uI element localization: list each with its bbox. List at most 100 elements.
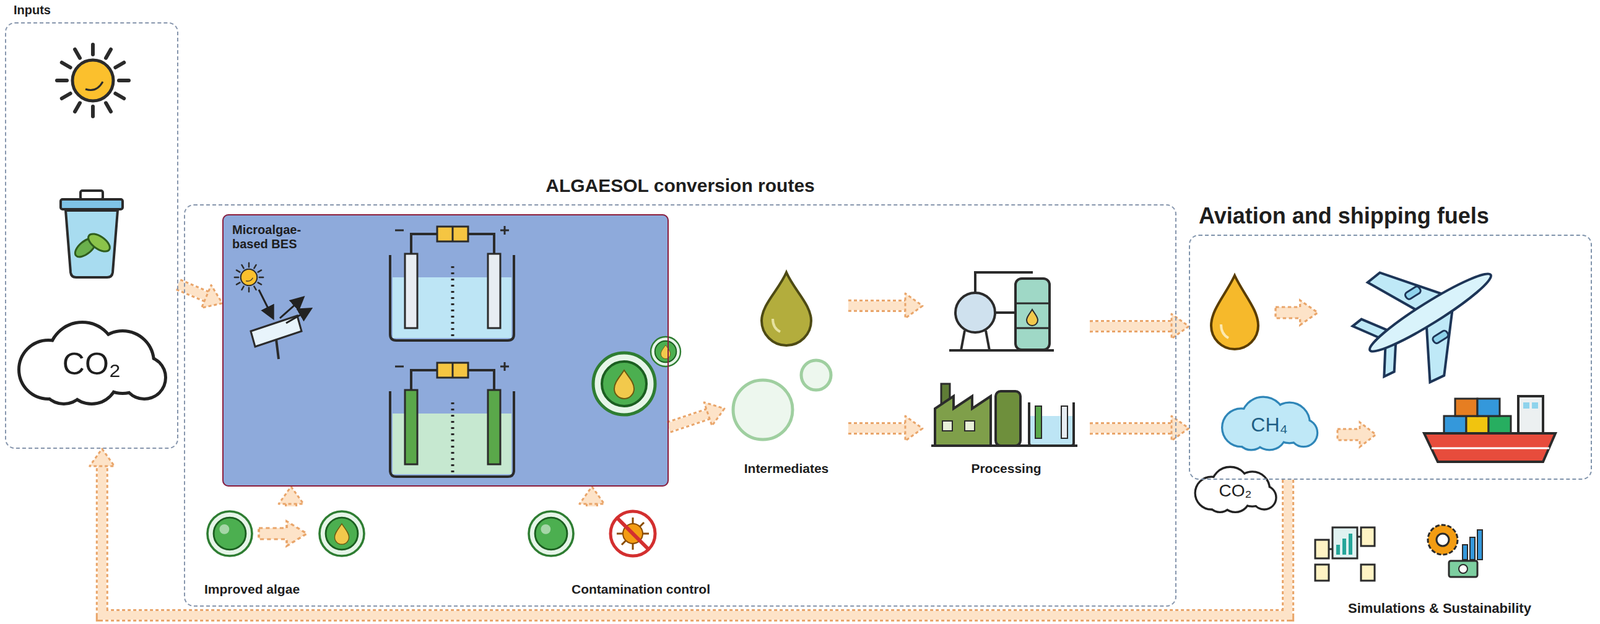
arrow-head	[1171, 313, 1189, 339]
airplane-icon	[1364, 266, 1496, 360]
chemical-formula: CO₂	[1219, 482, 1253, 500]
co2-cloud-icon	[1196, 468, 1276, 512]
methane-cloud-icon	[1222, 398, 1317, 450]
ship-icon	[1424, 433, 1556, 462]
refinery-icon	[1015, 327, 1050, 330]
icon-group: Intermediates	[724, 260, 849, 480]
contamination-icon	[528, 511, 574, 557]
light-panel-icon	[286, 309, 310, 324]
sustainability-icon	[1436, 533, 1449, 547]
flow-arrow	[1089, 313, 1189, 339]
box-label: Microalgae-based BES	[232, 222, 319, 252]
simulation-icon	[1360, 564, 1375, 581]
flow-arrow	[89, 448, 1288, 616]
sustainability-icon	[1427, 525, 1458, 555]
refinery-icon	[960, 330, 965, 351]
light-panel-icon	[234, 263, 310, 360]
flow-arrow	[848, 293, 923, 319]
bes-cell-icon	[452, 226, 454, 242]
bes-cell-icon	[390, 362, 514, 477]
ship-icon	[1443, 416, 1467, 434]
gas-bubbles-icon	[733, 380, 793, 440]
ship-icon	[1455, 398, 1478, 417]
gas-bubbles-icon	[801, 360, 831, 391]
contamination-icon	[617, 518, 649, 550]
simulation-icon	[1315, 539, 1329, 559]
simulation-icon	[1348, 533, 1353, 555]
arrow-head	[278, 486, 304, 505]
biogas-plant-icon	[995, 391, 1021, 446]
icon-group: Simulations & Sustainability	[1306, 513, 1573, 621]
ship-icon	[1488, 416, 1511, 434]
bes-cell-icon	[437, 226, 469, 242]
co2-cloud-icon	[1196, 468, 1276, 512]
biogas-plant-icon	[931, 383, 1078, 446]
icon-caption: Contamination control	[571, 581, 711, 597]
panel-heading: Aviation and shipping fuels	[1198, 202, 1490, 230]
sustainability-icon	[1469, 537, 1475, 560]
algae-cell-icon	[593, 336, 681, 415]
chemical-formula: CO₂	[62, 348, 121, 380]
fuel-droplet-icon	[1211, 275, 1318, 350]
bes-fill	[222, 214, 669, 487]
biogas-plant-icon	[1029, 402, 1074, 446]
ship-icon	[1523, 402, 1530, 409]
arrow-shaft	[848, 299, 910, 313]
refinery-icon	[949, 272, 1054, 351]
bes-cell-icon	[451, 402, 455, 476]
improved-algae-icon	[258, 521, 308, 547]
arrow-shaft	[1089, 424, 1176, 433]
bes-cell-icon	[395, 229, 404, 232]
arrow-shaft	[848, 301, 910, 311]
arrow-head	[579, 486, 605, 505]
algae-cell-icon	[650, 336, 681, 367]
contamination-icon	[616, 517, 649, 550]
arrow-head	[905, 293, 923, 319]
oil-droplet-icon	[761, 272, 812, 346]
icon-caption: Improved algae	[204, 581, 300, 597]
sustainability-icon	[1448, 560, 1478, 578]
arrow-shaft	[668, 413, 713, 428]
sun-icon	[56, 44, 129, 117]
small-arrow	[1337, 422, 1376, 448]
simulation-icon	[1315, 527, 1375, 581]
flow-arrow	[579, 486, 605, 507]
bes-cell-icon	[404, 390, 418, 465]
methane-cloud-icon	[1222, 398, 1317, 450]
refinery-icon	[949, 349, 1054, 352]
improved-algae-icon	[207, 511, 253, 557]
ship-icon	[1518, 396, 1544, 434]
waste-bin-icon	[65, 210, 118, 278]
arrow-shaft	[848, 424, 910, 433]
bes-cell-icon	[390, 226, 514, 341]
ship-icon	[1477, 398, 1500, 417]
bes-cell-icon	[452, 362, 454, 378]
flow-arrow	[1089, 416, 1189, 441]
bes-cell-icon	[451, 266, 455, 340]
flow-arrow	[848, 416, 923, 441]
refinery-icon	[1015, 278, 1050, 350]
bes-cell-icon	[404, 253, 418, 329]
ship-icon	[1424, 396, 1556, 462]
airplane-icon	[1404, 285, 1422, 301]
icon-group: Contamination control	[532, 506, 750, 601]
refinery-icon	[1015, 302, 1050, 305]
simulation-icon	[1315, 564, 1329, 581]
sustainability-icon	[1427, 525, 1483, 578]
oil-droplet-icon	[761, 272, 812, 346]
flow-arrow	[278, 486, 304, 507]
contamination-icon	[610, 511, 656, 557]
fuels-panel: Aviation and shipping fuels	[1188, 234, 1592, 480]
airplane-icon	[1336, 223, 1523, 404]
gas-bubbles-icon	[733, 360, 831, 440]
simulation-icon	[1360, 527, 1375, 547]
biogas-plant-icon	[964, 421, 975, 431]
arrow-head	[1171, 416, 1189, 441]
fuel-droplet-icon	[1275, 300, 1318, 326]
airplane-icon	[1431, 329, 1449, 345]
co2-cloud-icon	[1196, 468, 1276, 512]
contamination-icon	[616, 533, 623, 535]
